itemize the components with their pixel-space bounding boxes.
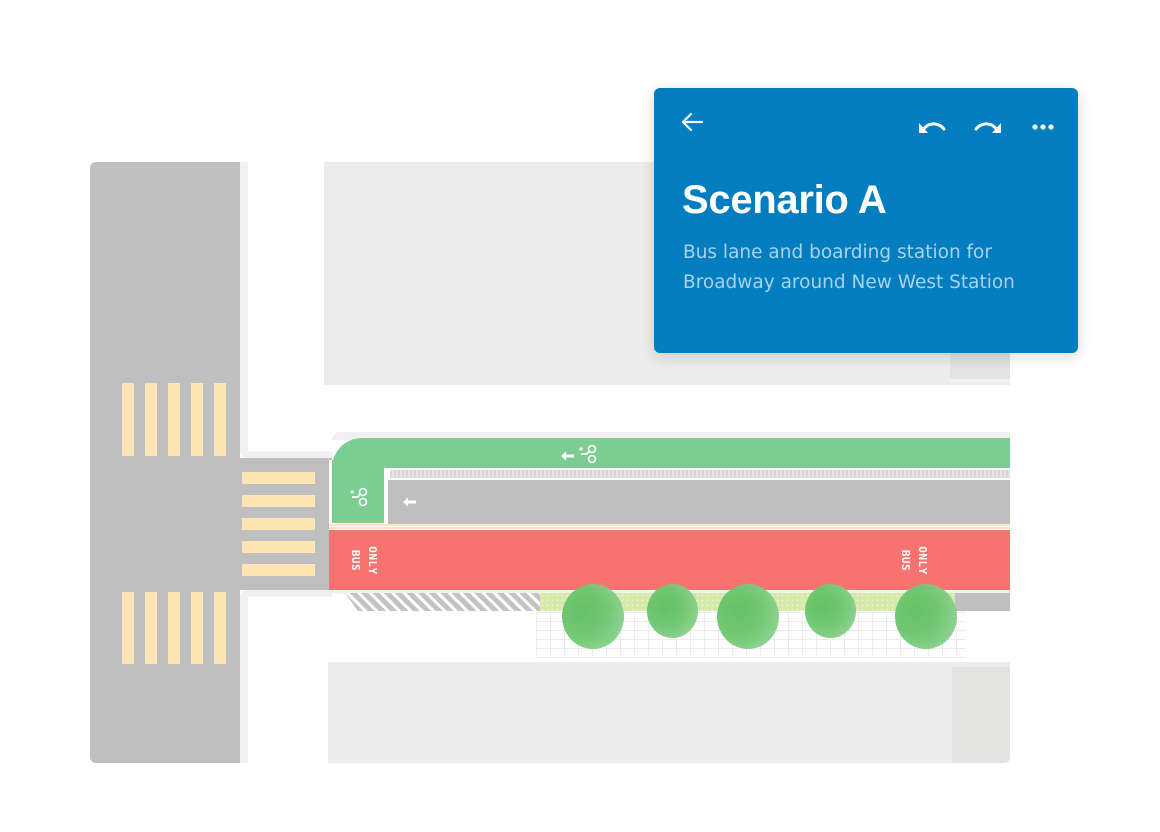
more-horizontal-icon: [1032, 124, 1054, 130]
arrow-left-icon: [681, 112, 704, 132]
more-options-button[interactable]: [1026, 112, 1060, 142]
bus-marking-text-bus: BUS: [899, 549, 913, 572]
bike-lane: [332, 438, 1010, 468]
crosswalk-stripe: [122, 592, 134, 664]
undo-button[interactable]: [912, 112, 952, 142]
crosswalk-stripe: [214, 592, 226, 664]
parking-lane: [955, 593, 1010, 611]
tree-2: [647, 584, 698, 638]
tree-5: [895, 584, 957, 649]
bike-lane-corner: [332, 460, 385, 523]
bus-marking-text-only: ONLY: [915, 546, 929, 575]
bike-buffer-fill: [390, 470, 1010, 478]
curb-top-left-bottom: [240, 451, 332, 458]
crosswalk-stripe: [242, 495, 315, 507]
scenario-description: Bus lane and boarding station for Broadw…: [683, 242, 1015, 293]
redo-icon: [974, 122, 1001, 133]
bike-lane-edge-left: [329, 460, 332, 524]
bus-only-marking-2: ONLY BUS: [899, 545, 934, 575]
crosswalk-stripe: [168, 592, 180, 664]
parcel-top-building: [950, 350, 1010, 380]
curb-bottom-left-side: [240, 590, 248, 763]
travel-lane: [388, 480, 1010, 524]
parcel-top-edge: [950, 379, 1010, 383]
bus-lane: [329, 530, 1010, 590]
curb-bottom-left: [240, 590, 332, 597]
bicycle-icon: [350, 487, 368, 507]
back-button[interactable]: [676, 108, 708, 136]
redo-button[interactable]: [968, 112, 1008, 142]
hatched-buffer: [345, 593, 560, 611]
scenario-panel: Scenario A Bus lane and boarding station…: [654, 88, 1078, 353]
crosswalk-stripe: [191, 592, 203, 664]
curb-top-left: [240, 162, 248, 458]
bus-marking-text-bus: BUS: [349, 549, 363, 572]
bicycle-icon: [579, 444, 597, 464]
travel-lane-arrow-icon: [403, 497, 416, 507]
crosswalk-stripe: [191, 383, 203, 456]
crosswalk-stripe: [242, 541, 315, 553]
crosswalk-stripe: [242, 564, 315, 576]
tree-3: [717, 584, 779, 649]
main-street-curb-top: [332, 432, 1010, 440]
undo-icon: [919, 122, 946, 133]
crosswalk-stripe: [168, 383, 180, 456]
crosswalk-stripe: [242, 472, 315, 484]
parcel-bottom: [328, 662, 1010, 763]
crosswalk-stripe: [122, 383, 134, 456]
cross-street: [90, 162, 240, 763]
crosswalk-stripe: [242, 518, 315, 530]
crosswalk-stripe: [214, 383, 226, 456]
bike-lane-arrow-icon: [561, 451, 574, 461]
bus-only-marking-1: ONLY BUS: [349, 545, 384, 575]
tree-4: [805, 584, 856, 638]
parcel-bottom-building: [952, 667, 1010, 763]
crosswalk-stripe: [145, 592, 157, 664]
scenario-title: Scenario A: [682, 178, 887, 222]
tree-1: [562, 584, 624, 649]
bus-marking-text-only: ONLY: [365, 546, 379, 575]
center-line: [329, 524, 1010, 530]
bike-lane-divider: [384, 468, 388, 524]
crosswalk-stripe: [145, 383, 157, 456]
